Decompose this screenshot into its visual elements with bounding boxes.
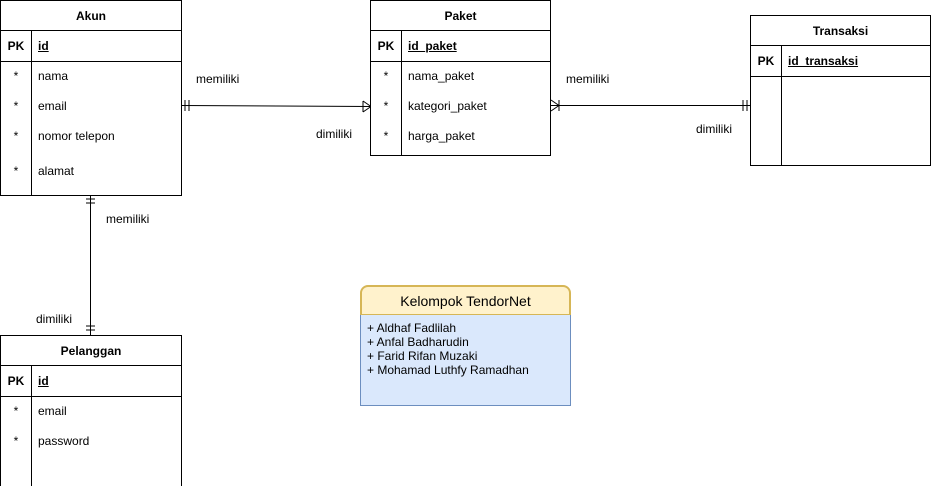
entity-pelanggan-pk-row: PK id <box>1 366 181 396</box>
entity-pelanggan[interactable]: Pelanggan PK id * email * password <box>0 335 182 486</box>
attr-name: password <box>38 434 90 448</box>
relation-paket-transaksi-from-label: memiliki <box>566 72 610 86</box>
pk-field-name: id <box>38 39 49 53</box>
member-item: + Aldhaf Fadlilah <box>367 321 457 335</box>
column-separator <box>401 31 402 155</box>
pk-marker: PK <box>7 374 25 388</box>
relation-paket-transaksi-to-label: dimiliki <box>696 122 732 136</box>
entity-akun-attr-row: * nama <box>1 61 181 91</box>
column-separator <box>31 366 32 486</box>
relation-akun-pelanggan-from-label: memiliki <box>106 212 150 226</box>
pk-field-name: id_transaksi <box>788 54 859 68</box>
relation-akun-paket-from-label: memiliki <box>196 72 240 86</box>
entity-transaksi-title: Transaksi <box>751 16 930 46</box>
column-separator <box>31 31 32 195</box>
required-marker: * <box>13 434 19 448</box>
group-note[interactable]: Kelompok TendorNet + Aldhaf Fadlilah + A… <box>360 285 571 406</box>
attr-name: harga_paket <box>408 129 475 143</box>
pk-separator <box>1 396 181 397</box>
entity-transaksi[interactable]: Transaksi PK id_transaksi <box>750 15 931 166</box>
required-marker: * <box>13 99 19 113</box>
attr-name: kategori_paket <box>408 99 487 113</box>
entity-paket-attr-row: * kategori_paket <box>371 91 550 121</box>
required-marker: * <box>383 99 389 113</box>
required-marker: * <box>383 129 389 143</box>
relation-akun-paket-line <box>180 100 372 113</box>
required-marker: * <box>13 404 19 418</box>
entity-akun-title: Akun <box>1 1 181 31</box>
attr-name: alamat <box>38 164 75 178</box>
pk-separator <box>1 61 181 62</box>
attr-name: nama <box>38 69 69 83</box>
pk-field-name: id <box>38 374 49 388</box>
entity-akun-pk-row: PK id <box>1 31 181 61</box>
pk-marker: PK <box>7 39 25 53</box>
entity-paket-pk-row: PK id_paket <box>371 31 550 61</box>
entity-akun[interactable]: Akun PK id * nama * email * nomor telepo… <box>0 0 182 196</box>
relation-akun-pelanggan-to-label: dimiliki <box>36 312 72 326</box>
relation-akun-pelanggan-line <box>86 196 95 336</box>
group-note-members: + Aldhaf Fadlilah + Anfal Badharudin + F… <box>360 315 571 406</box>
member-item: + Anfal Badharudin <box>367 335 469 349</box>
required-marker: * <box>383 69 389 83</box>
entity-pelanggan-attr-row: * password <box>1 426 181 456</box>
member-item: + Mohamad Luthfy Ramadhan <box>367 363 529 377</box>
entity-paket-attr-row: * harga_paket <box>371 121 550 151</box>
entity-paket[interactable]: Paket PK id_paket * nama_paket * kategor… <box>370 0 551 156</box>
attr-name: nomor telepon <box>38 129 115 143</box>
member-item: + Farid Rifan Muzaki <box>367 349 478 363</box>
entity-transaksi-pk-row: PK id_transaksi <box>751 46 930 76</box>
attr-name: email <box>38 99 67 113</box>
relation-paket-transaksi-line <box>550 99 751 112</box>
entity-paket-title: Paket <box>371 1 550 31</box>
pk-field-name: id_paket <box>408 39 457 53</box>
attr-name: nama_paket <box>408 69 475 83</box>
entity-pelanggan-title: Pelanggan <box>1 336 181 366</box>
group-note-title: Kelompok TendorNet <box>360 285 571 315</box>
pk-separator <box>751 76 930 77</box>
required-marker: * <box>13 164 19 178</box>
entity-akun-attr-row: * email <box>1 91 181 121</box>
required-marker: * <box>13 129 19 143</box>
pk-separator <box>371 61 550 62</box>
entity-paket-attr-row: * nama_paket <box>371 61 550 91</box>
pk-marker: PK <box>757 54 775 68</box>
column-separator <box>781 46 782 165</box>
required-marker: * <box>13 69 19 83</box>
attr-name: email <box>38 404 67 418</box>
entity-pelanggan-attr-row: * email <box>1 396 181 426</box>
entity-akun-attr-row: * alamat <box>1 156 181 186</box>
relation-akun-paket-to-label: dimiliki <box>316 127 352 141</box>
pk-marker: PK <box>377 39 395 53</box>
entity-akun-attr-row: * nomor telepon <box>1 121 181 151</box>
